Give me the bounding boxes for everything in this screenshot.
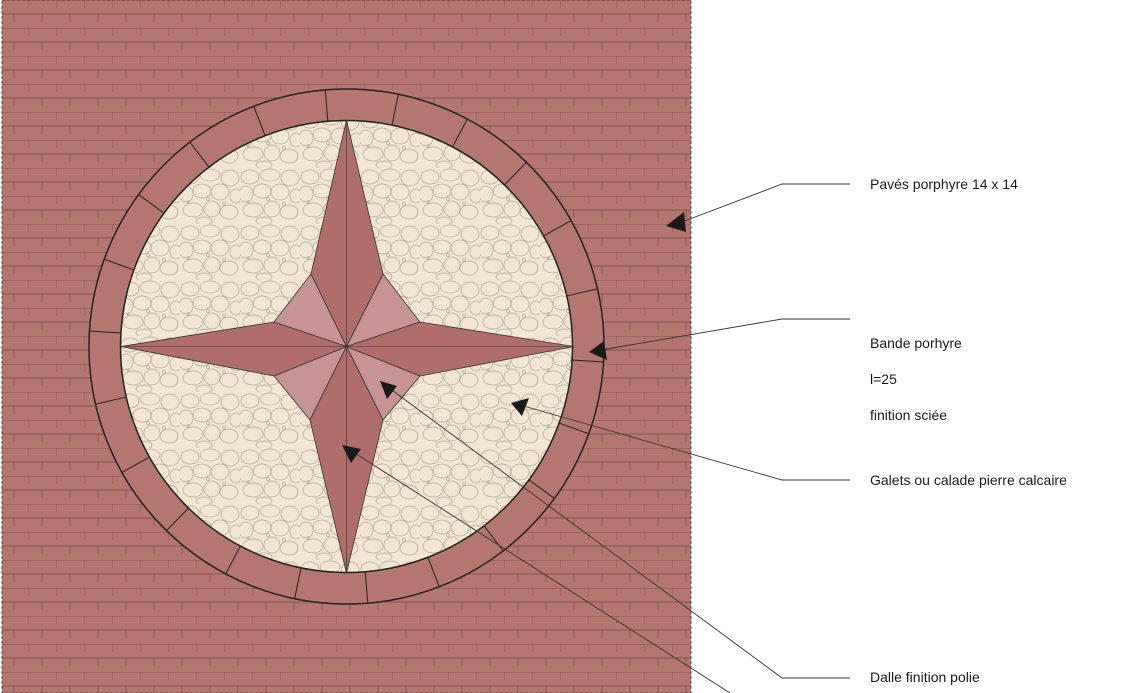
arrow-galets [511, 398, 529, 416]
label-paves: Pavés porphyre 14 x 14 [870, 176, 1018, 192]
band-segment-line [189, 141, 210, 168]
label-bande-line3: finition sciée [870, 407, 948, 423]
label-dalle: Dalle finition polie [870, 669, 980, 685]
band-segment-line [566, 288, 598, 297]
arrow-bande [589, 341, 607, 360]
label-bande: Bande porhyre l=25 finition sciée [870, 313, 962, 433]
leader-dalle [384, 384, 850, 679]
band-segment-line [294, 567, 302, 599]
leader-paves [681, 183, 850, 223]
band-segment-line [95, 396, 127, 405]
band-segment-line [104, 258, 135, 271]
band-segment-line [558, 422, 589, 435]
band-segment-line [138, 194, 165, 214]
label-galets: Galets ou calade pierre calcaire [870, 472, 1067, 488]
leader-bande [594, 318, 850, 352]
band-segment-line [483, 525, 504, 552]
band-segment-line [324, 89, 329, 122]
leader-star [349, 449, 731, 693]
band-segment-line [427, 557, 440, 587]
band-segment-line [364, 571, 369, 604]
band-segment-line [572, 359, 604, 363]
band-segment-line [452, 118, 468, 148]
leader-lines [349, 183, 850, 693]
band-segment-line [253, 106, 266, 136]
label-bande-line1: Bande porhyre [870, 335, 962, 351]
band-segment-line [89, 330, 121, 334]
arrow-paves [666, 212, 686, 232]
leader-arrowheads [342, 212, 686, 463]
band-segment-lines [89, 89, 604, 604]
label-bande-line2: l=25 [870, 371, 897, 387]
band-segment-line [225, 545, 241, 575]
band-segment-line [166, 507, 189, 531]
band-segment-line [543, 220, 572, 237]
compass-star [120, 119, 575, 574]
arrow-star [342, 445, 361, 463]
band-segment-line [391, 94, 399, 126]
leader-galets [519, 404, 850, 481]
band-segment-line [121, 456, 150, 473]
band-segment-line [504, 162, 527, 186]
arrow-dalle [380, 381, 397, 399]
band-segment-line [528, 479, 555, 499]
